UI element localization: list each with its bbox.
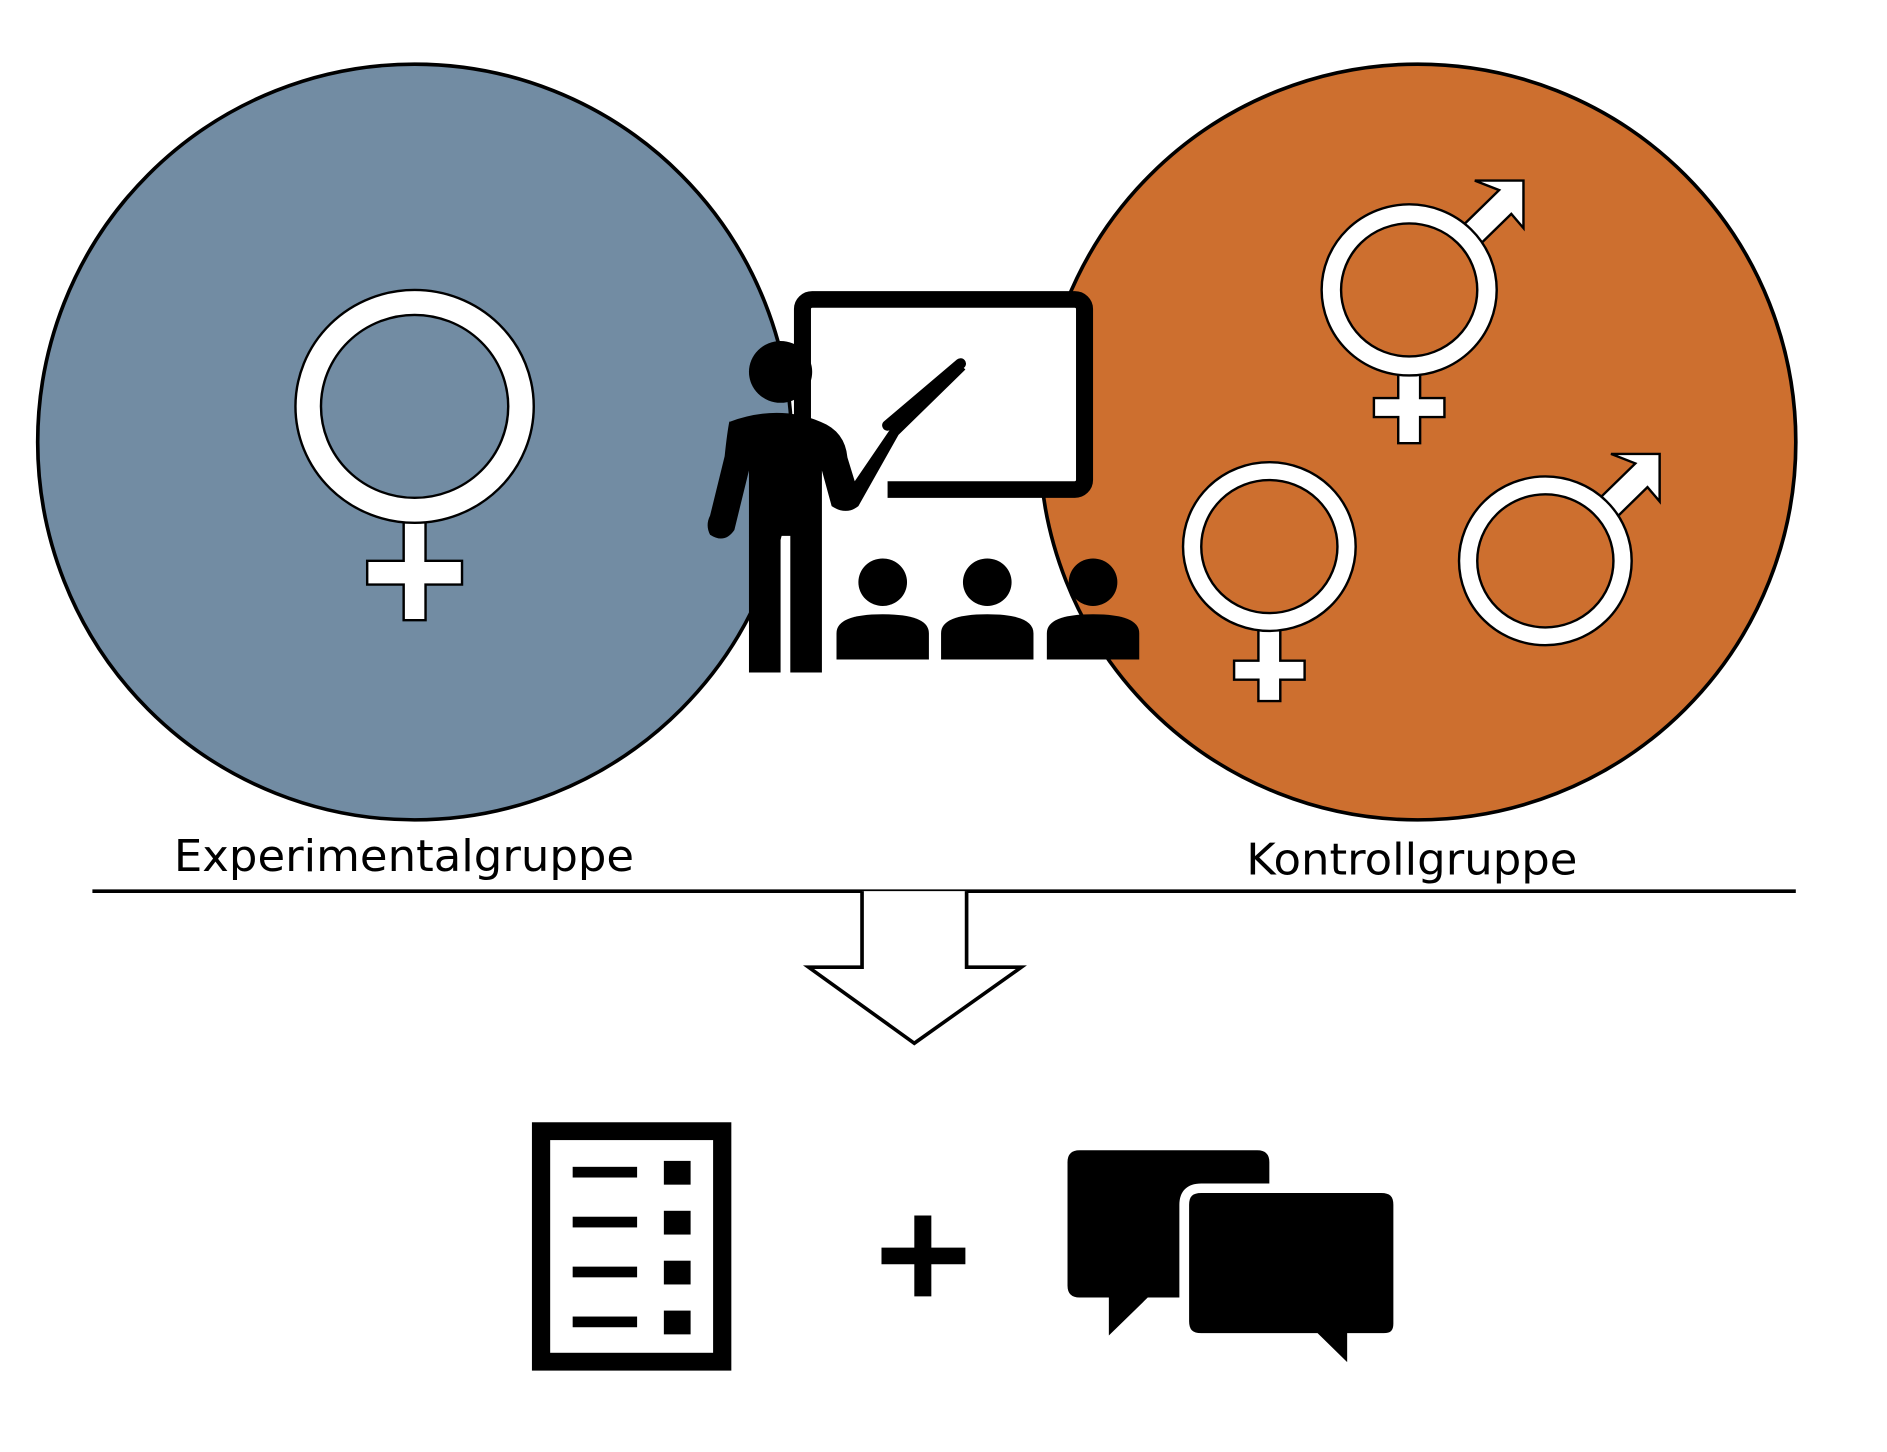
experimental-group-label: Experimentalgruppe — [174, 831, 634, 881]
down-arrow-icon — [802, 891, 1027, 1046]
teacher-presentation-icon — [707, 291, 1094, 673]
male-symbol-icon — [1457, 452, 1661, 647]
speech-bubbles-icon — [1067, 1150, 1404, 1386]
male-symbol-icon — [1320, 179, 1525, 445]
female-symbol-icon — [1181, 461, 1357, 703]
plus-icon — [881, 1215, 966, 1297]
control-group-label: Kontrollgruppe — [1246, 835, 1577, 885]
female-symbol-icon — [294, 288, 535, 622]
experimental-group — [35, 62, 794, 822]
audience-icon — [836, 558, 1140, 660]
questionnaire-icon — [531, 1122, 732, 1371]
control-group — [1037, 62, 1798, 822]
